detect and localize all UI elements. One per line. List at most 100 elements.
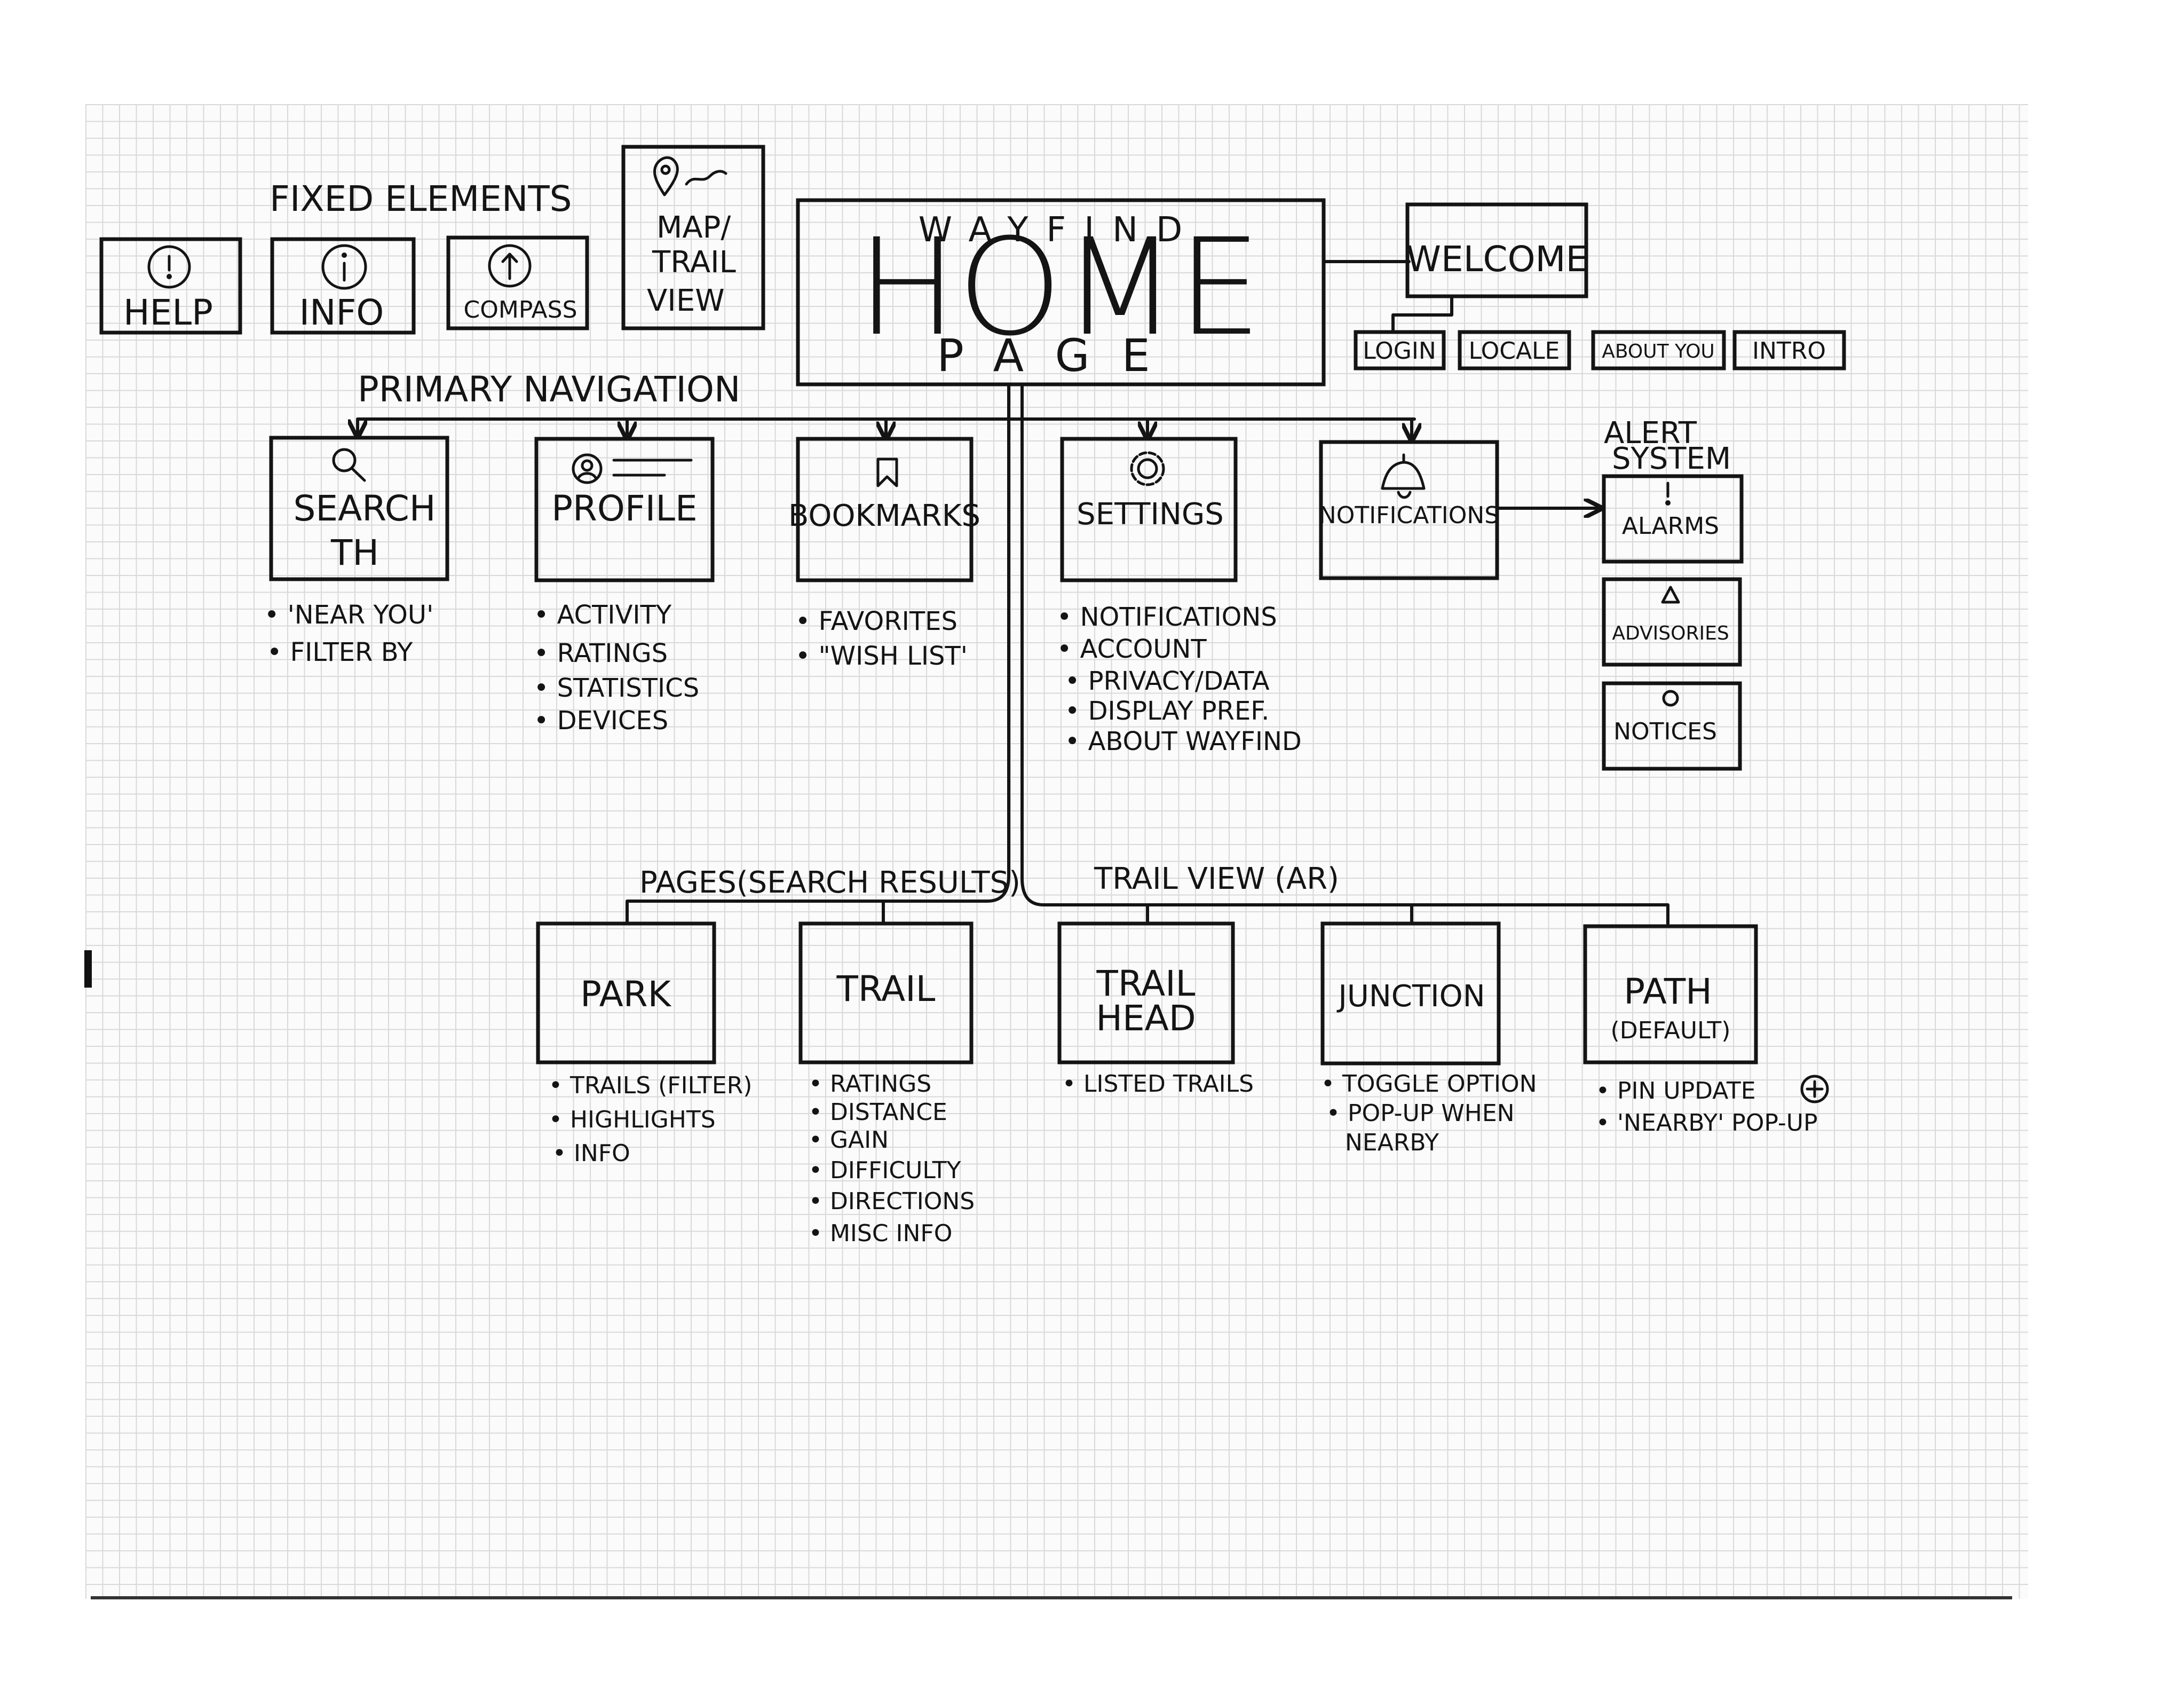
trail-view-path-sublabel: (DEFAULT) [1611,1017,1731,1044]
welcome-login-label: LOGIN [1363,337,1436,365]
trail-view-path-note: • PIN UPDATE [1596,1077,1756,1105]
nav-bookmarks-note: • "WISH LIST' [795,641,968,671]
nav-bookmarks-note: • FAVORITES [795,606,958,636]
nav-settings-label: SETTINGS [1077,497,1224,532]
trail-view-trailhead-note: • LISTED TRAILS [1062,1070,1254,1098]
page-park-note: • INFO [552,1140,630,1167]
nav-profile-note: • DEVICES [534,706,668,736]
page-trail-label: TRAIL [836,968,936,1009]
nav-notifications-node: NOTIFICATIONS [1319,440,1499,580]
welcome-intro-label: INTRO [1752,337,1826,365]
fixed-help-label: HELP [123,292,213,333]
circle-icon [1662,690,1679,707]
trail-view-path-note: • 'NEARBY' POP-UP [1596,1109,1818,1137]
welcome-locale-node: LOCALE [1458,330,1571,370]
trail-view-branch-connector [1020,383,1669,925]
compass-icon [488,244,532,288]
welcome-login-node: LOGIN [1354,330,1446,370]
trail-view-path-node: PATH (DEFAULT) [1583,924,1758,1064]
page-trail-node: TRAIL [798,921,974,1064]
bookmark-icon [876,458,898,487]
home-title: HOME [857,210,1262,365]
welcome-label: WELCOME [1406,239,1588,280]
page-park-label: PARK [580,974,672,1015]
nav-settings-note: • ABOUT WAYFIND [1065,727,1302,756]
nav-settings-node: SETTINGS [1060,437,1238,582]
nav-search-note: • FILTER BY [267,637,413,667]
fixed-elements-heading: FIXED ELEMENTS [270,178,572,219]
primary-navigation-heading: PRIMARY NAVIGATION [358,369,740,410]
alert-notices-node: NOTICES [1602,681,1742,771]
fixed-map-trail-view-node: MAP/ TRAIL VIEW [621,145,765,330]
nav-settings-note: • PRIVACY/DATA [1065,666,1270,696]
page-park-note: • HIGHLIGHTS [549,1106,716,1133]
trail-view-junction-note: • TOGGLE OPTION [1321,1070,1537,1098]
trail-view-trailhead-label: HEAD [1096,998,1196,1039]
pages-heading: PAGES(SEARCH RESULTS) [639,865,1020,900]
nav-bookmarks-node: BOOKMARKS [788,437,980,582]
nav-search-note: • 'NEAR YOU' [264,600,433,630]
home-subtitle: PAGE [937,329,1182,382]
alert-alarms-label: ALARMS [1622,512,1719,540]
magnifier-icon [332,448,366,482]
page-trail-note: • RATINGS [809,1070,931,1098]
welcome-intro-node: INTRO [1732,330,1846,370]
exclamation-icon [1665,482,1671,506]
fixed-compass-node: COMPASS [446,235,589,330]
home-page-node: WAYFIND HOME PAGE [796,198,1326,386]
page-trail-note: • DISTANCE [809,1099,947,1126]
pages-branch-connector [626,383,1010,925]
nav-profile-note: • RATINGS [534,638,668,668]
trail-view-heading: TRAIL VIEW (AR) [1094,862,1339,896]
alert-system-heading: SYSTEM [1612,441,1731,476]
page-trail-note: • GAIN [809,1126,889,1154]
exclamation-icon [147,245,191,289]
page-park-note: • TRAILS (FILTER) [549,1072,752,1099]
nav-search-node: SEARCH TH [269,436,449,581]
trail-view-junction-note: • POP-UP WHEN [1326,1100,1515,1127]
page-park-node: PARK [536,921,716,1064]
welcome-about-you-node: ABOUT YOU [1591,330,1726,370]
info-icon [321,244,367,290]
fixed-map-label-line: VIEW [647,283,725,318]
fixed-info-label: INFO [299,292,384,333]
alert-alarms-node: ALARMS [1602,474,1744,564]
nav-profile-node: PROFILE [534,437,715,582]
fixed-help-node: HELP [99,237,242,335]
nav-notifications-label: NOTIFICATIONS [1319,502,1499,529]
page-trail-note: • MISC INFO [809,1220,952,1247]
trail-view-junction-node: JUNCTION [1320,921,1501,1066]
trail-view-junction-note: NEARBY [1345,1129,1439,1156]
triangle-icon [1661,586,1680,604]
paper-edge-mark [91,1596,2012,1599]
welcome-children-connector [1391,295,1453,334]
trail-view-trailhead-node: TRAIL HEAD [1057,921,1235,1064]
map-pin-icon [653,156,727,196]
fixed-info-node: INFO [270,237,416,335]
trail-view-path-label: PATH [1624,971,1712,1012]
welcome-node: WELCOME [1405,202,1588,298]
trail-view-trailhead-label: TRAIL [1096,963,1196,1004]
nav-settings-note: • DISPLAY PREF. [1065,696,1269,726]
alert-advisories-node: ADVISORIES [1602,577,1742,667]
nav-profile-label: PROFILE [551,488,698,529]
fixed-map-label-line: MAP/ [656,210,731,245]
page-trail-note: • DIFFICULTY [809,1157,961,1184]
welcome-locale-label: LOCALE [1469,337,1560,365]
bell-icon [1381,453,1426,499]
avatar-icon [572,453,693,484]
graph-paper [85,104,2028,1599]
paper-edge-mark [84,950,92,988]
plus-icon [1800,1075,1829,1103]
alert-notices-label: NOTICES [1613,718,1717,745]
nav-bookmarks-label: BOOKMARKS [788,499,980,533]
fixed-compass-label: COMPASS [464,296,577,324]
gear-icon [1130,451,1165,486]
page-trail-note: • DIRECTIONS [809,1188,975,1215]
fixed-map-label-line: TRAIL [652,245,736,280]
welcome-about-you-label: ABOUT YOU [1602,341,1715,362]
nav-search-label: SEARCH [293,488,436,529]
nav-search-sublabel: TH [330,532,379,573]
